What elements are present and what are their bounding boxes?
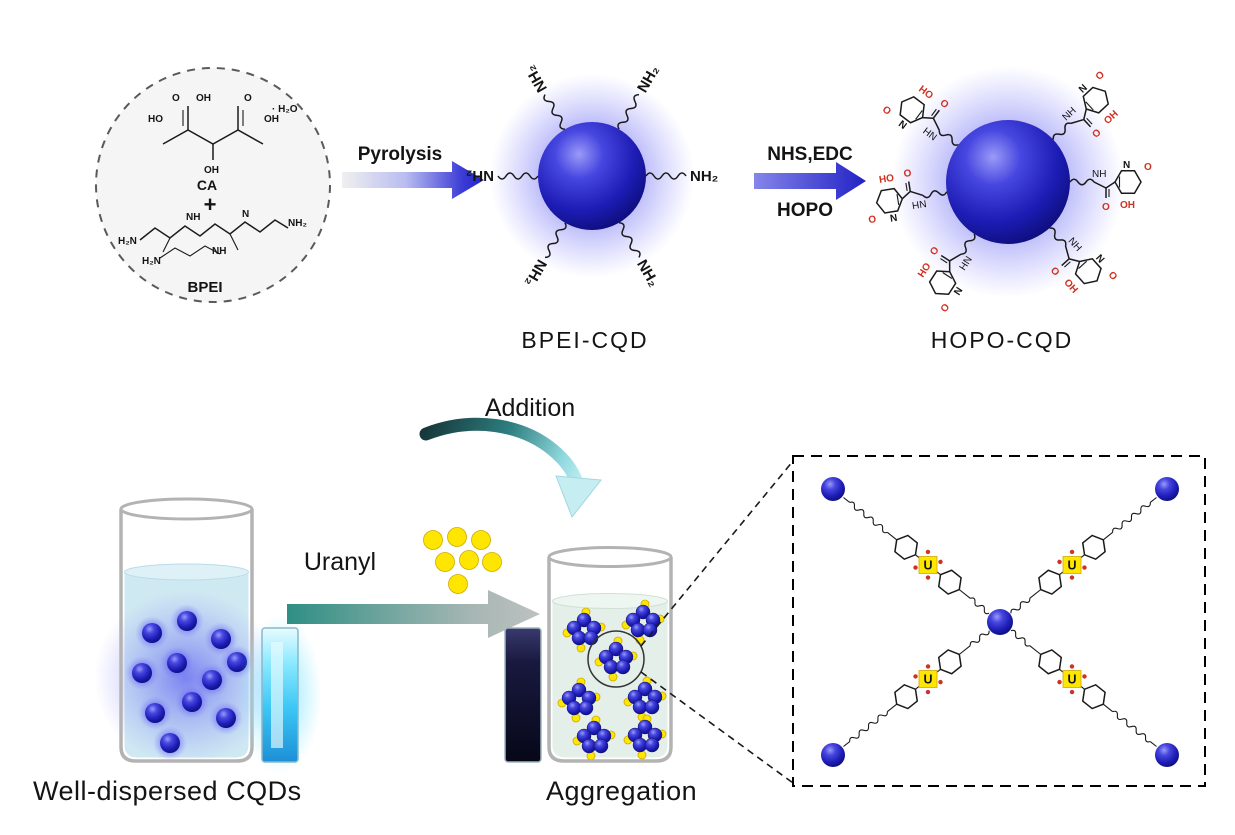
- uranium-highlight: [1062, 670, 1082, 688]
- bpei-cqd-label: BPEI-CQD: [521, 327, 648, 353]
- ca-oh-label: OH: [264, 114, 279, 125]
- uranyl-ion: [447, 527, 467, 547]
- ca-structure: O OH O HO OH OH · H₂O: [148, 93, 298, 176]
- aggregation-label: Aggregation: [546, 776, 697, 806]
- hopo-cqd-group: HOPO-CQD: [860, 66, 1153, 353]
- cqd-dot: [160, 646, 194, 680]
- cqd-dot: [153, 726, 187, 760]
- precursor-circle-outline: [95, 67, 331, 303]
- bpei-nh2-label: NH₂: [288, 218, 307, 229]
- uranium-label: U: [1067, 559, 1076, 573]
- ca-oh-label: OH: [204, 165, 219, 176]
- uranyl-ion: [448, 574, 468, 594]
- water-label: · H₂O: [272, 104, 298, 115]
- cqd-dot: [209, 701, 243, 735]
- uranyl-ion-cluster: [423, 527, 502, 594]
- bpei-label: BPEI: [187, 279, 222, 296]
- corner-cqd-sphere: [821, 477, 845, 501]
- bpei-cqd-sphere: [538, 122, 646, 230]
- plus-sign: +: [204, 192, 217, 217]
- bpei-cqd-group: BPEI-CQD: [464, 61, 720, 353]
- bpei-h2n-label: H₂N: [142, 256, 161, 267]
- central-cqd-sphere: [987, 609, 1013, 635]
- bpei-nh-label: NH: [186, 212, 200, 223]
- zoom-connector-line: [640, 671, 794, 784]
- hopo-cqd-label: HOPO-CQD: [931, 327, 1074, 353]
- addition-label: Addition: [485, 394, 575, 422]
- ca-o-label: O: [244, 93, 252, 104]
- bpei-nh-label: NH: [212, 246, 226, 257]
- cqd-dot: [175, 685, 209, 719]
- uranium-label: U: [1067, 673, 1076, 687]
- hopo-cqd-sphere: [946, 120, 1070, 244]
- uranyl-label: Uranyl: [304, 548, 376, 576]
- corner-cqd-sphere: [821, 743, 845, 767]
- cqd-dot: [125, 656, 159, 690]
- pyrolysis-label: Pyrolysis: [358, 144, 443, 165]
- nhs-edc-label: NHS,EDC: [767, 144, 853, 165]
- pyrolysis-arrow: [342, 161, 484, 199]
- beaker-dispersed-rim: [119, 497, 254, 521]
- uranyl-ion: [471, 530, 491, 550]
- coupling-arrow: [754, 162, 866, 200]
- ca-oh-label: OH: [196, 93, 211, 104]
- addition-arrowhead: [555, 475, 602, 518]
- cqd-dot: [170, 604, 204, 638]
- corner-cqd-sphere: [1155, 477, 1179, 501]
- uranium-highlight: [1062, 556, 1082, 574]
- hopo-label: HOPO: [777, 200, 833, 221]
- beaker-dispersed: [94, 497, 278, 766]
- bpei-n-label: N: [242, 209, 249, 220]
- uranium-highlight: [918, 670, 938, 688]
- precursor-circle: O OH O HO OH OH · H₂O CA + H₂N NH N NH₂ …: [95, 67, 331, 303]
- uranium-label: U: [923, 559, 932, 573]
- cqd-dot: [135, 616, 169, 650]
- uranium-label: U: [923, 673, 932, 687]
- liquid-surface: [552, 593, 668, 609]
- cuvette-dark: [504, 627, 542, 763]
- ca-ho-label: HO: [148, 114, 163, 125]
- beaker-dispersed-outline: [119, 509, 254, 763]
- cuvette-bright-highlight: [271, 642, 283, 748]
- ca-o-label: O: [172, 93, 180, 104]
- bpei-structure: H₂N NH N NH₂ H₂N NH: [118, 209, 307, 267]
- corner-cqd-sphere: [1155, 743, 1179, 767]
- cqd-dot: [138, 696, 172, 730]
- liquid-surface: [124, 563, 249, 581]
- zoom-connector-line: [640, 460, 794, 647]
- ca-label: CA: [197, 177, 217, 193]
- addition-curved-arrow: [419, 417, 584, 489]
- uranyl-ion: [435, 552, 455, 572]
- uranyl-ion: [423, 530, 443, 550]
- cuvette-bright: [238, 614, 322, 774]
- zoom-box: U U U U: [792, 455, 1206, 787]
- magnifier-circle: [587, 630, 645, 688]
- uranyl-ion: [459, 550, 479, 570]
- beaker-aggregated-rim: [547, 546, 673, 568]
- bpei-h2n-label: H₂N: [118, 236, 137, 247]
- uranyl-ion: [482, 552, 502, 572]
- beaker-aggregated: [547, 546, 673, 763]
- uranium-highlight: [918, 556, 938, 574]
- reaction-arrow: [287, 590, 540, 638]
- beaker-aggregated-outline: [547, 557, 673, 763]
- well-dispersed-label: Well-dispersed CQDs: [33, 776, 302, 806]
